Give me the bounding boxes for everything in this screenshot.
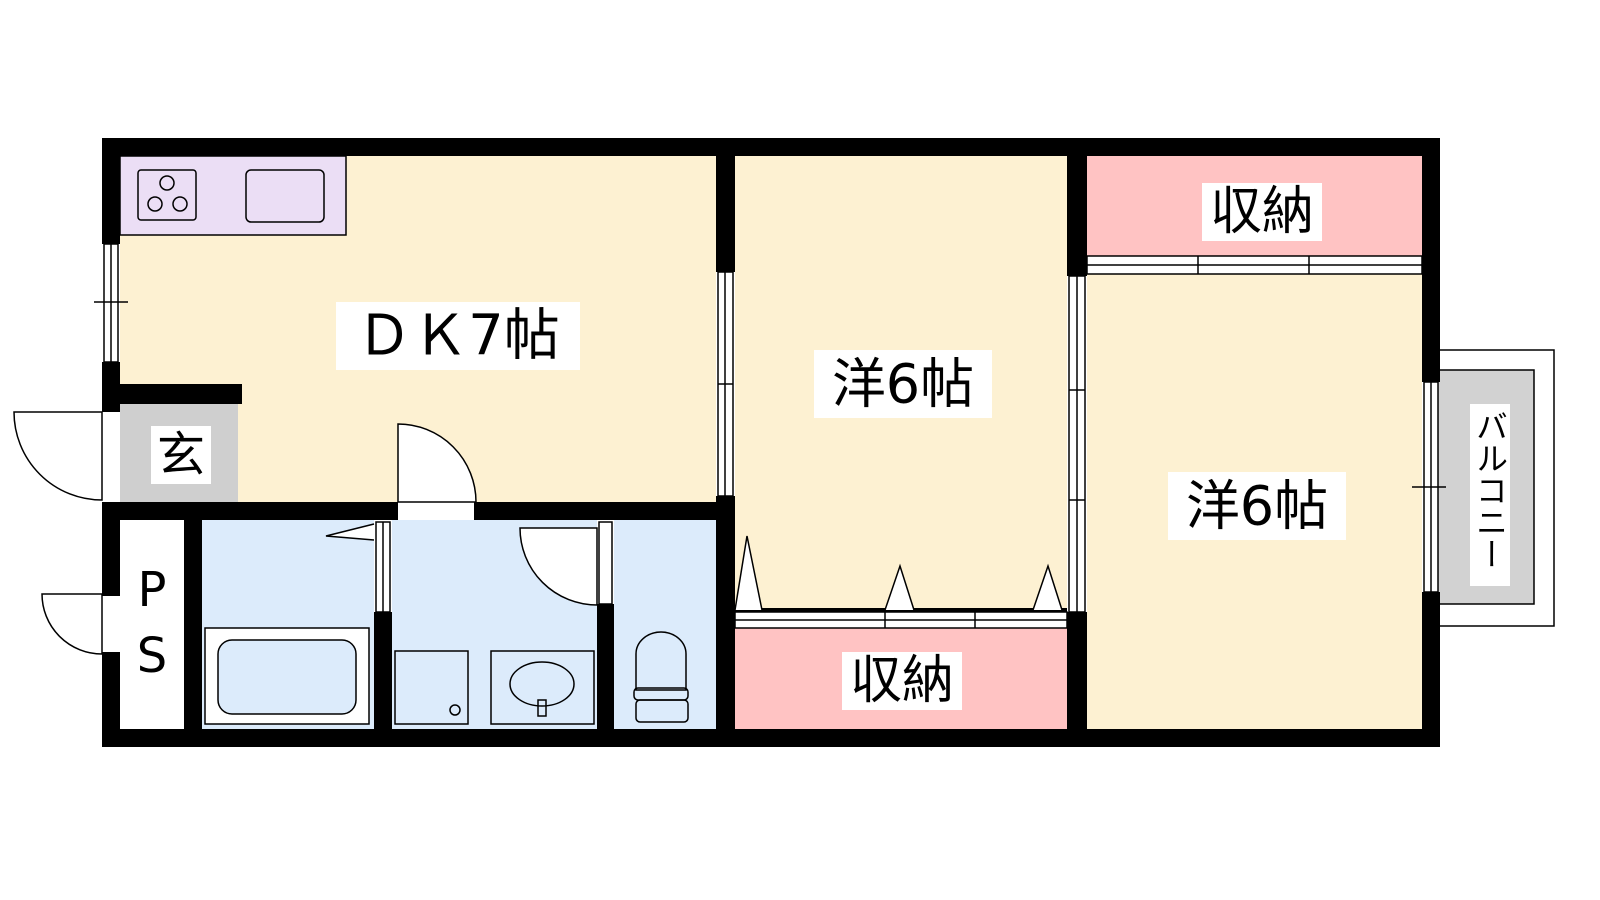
balcony-label: バルコニー [1471, 410, 1509, 570]
western-center-label: 洋6帖 [832, 353, 974, 416]
western-right-label: 洋6帖 [1186, 475, 1328, 538]
washer-space-icon [394, 650, 469, 725]
windows [94, 243, 1446, 629]
kitchen-sink-icon [245, 169, 325, 223]
entrance-label: 玄 [157, 427, 205, 483]
storage-bottom-label: 収納 [850, 651, 954, 711]
ps-label-p: P [138, 562, 167, 618]
folding-doors [325, 523, 1063, 611]
storage-top-label: 収納 [1210, 182, 1314, 242]
ps-floor [120, 520, 184, 729]
labels: ＤＫ7帖 洋6帖 洋6帖 収納 収納 玄 P S バルコニー [137, 182, 1510, 711]
doors [13, 411, 598, 655]
dk-label: ＤＫ7帖 [356, 304, 560, 369]
stove-icon [137, 169, 197, 221]
fixtures [137, 169, 689, 725]
ps-label-s: S [137, 628, 167, 684]
toilet-floor [614, 520, 716, 729]
walls [102, 138, 1440, 747]
toilet-icon [633, 631, 689, 723]
washbasin-icon [490, 650, 595, 725]
